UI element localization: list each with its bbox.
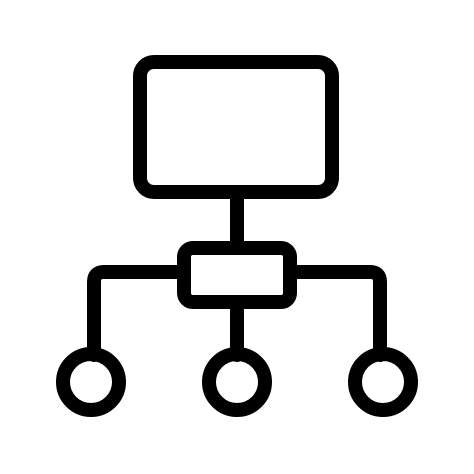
connector-hub-to-right xyxy=(283,265,387,362)
left-node xyxy=(56,347,126,417)
middle-node xyxy=(202,347,272,417)
right-node xyxy=(348,347,418,417)
connector-hub-to-left xyxy=(87,265,191,362)
hub-box xyxy=(177,241,297,309)
top-box xyxy=(133,55,339,199)
